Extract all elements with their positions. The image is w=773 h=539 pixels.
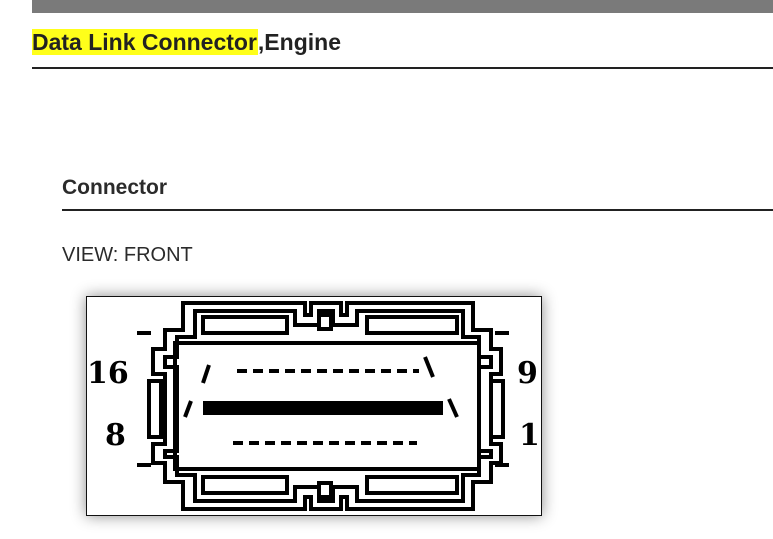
pin-labels: 16 8 9 1: [87, 356, 540, 453]
pin-label-8: 8: [105, 418, 126, 453]
title-divider: [32, 67, 773, 69]
pin-label-16: 16: [87, 356, 129, 391]
side-ticks: [137, 331, 509, 467]
section-divider: [62, 209, 773, 211]
pin-label-9: 9: [517, 356, 538, 391]
page-title: Data Link Connector,Engine: [32, 22, 341, 62]
title-rest: ,Engine: [257, 29, 341, 55]
top-bar: [32, 0, 773, 13]
connector-diagram: 16 8 9 1: [86, 296, 542, 516]
connector-outline: [147, 301, 505, 511]
view-label: VIEW: FRONT: [62, 244, 193, 266]
section-heading: Connector: [62, 176, 167, 199]
pin-rows: [183, 356, 459, 445]
title-highlight: Data Link Connector: [32, 29, 258, 55]
connector-drawing: 16 8 9 1: [87, 301, 540, 511]
center-blade: [203, 401, 443, 415]
pin-label-1: 1: [519, 418, 540, 453]
